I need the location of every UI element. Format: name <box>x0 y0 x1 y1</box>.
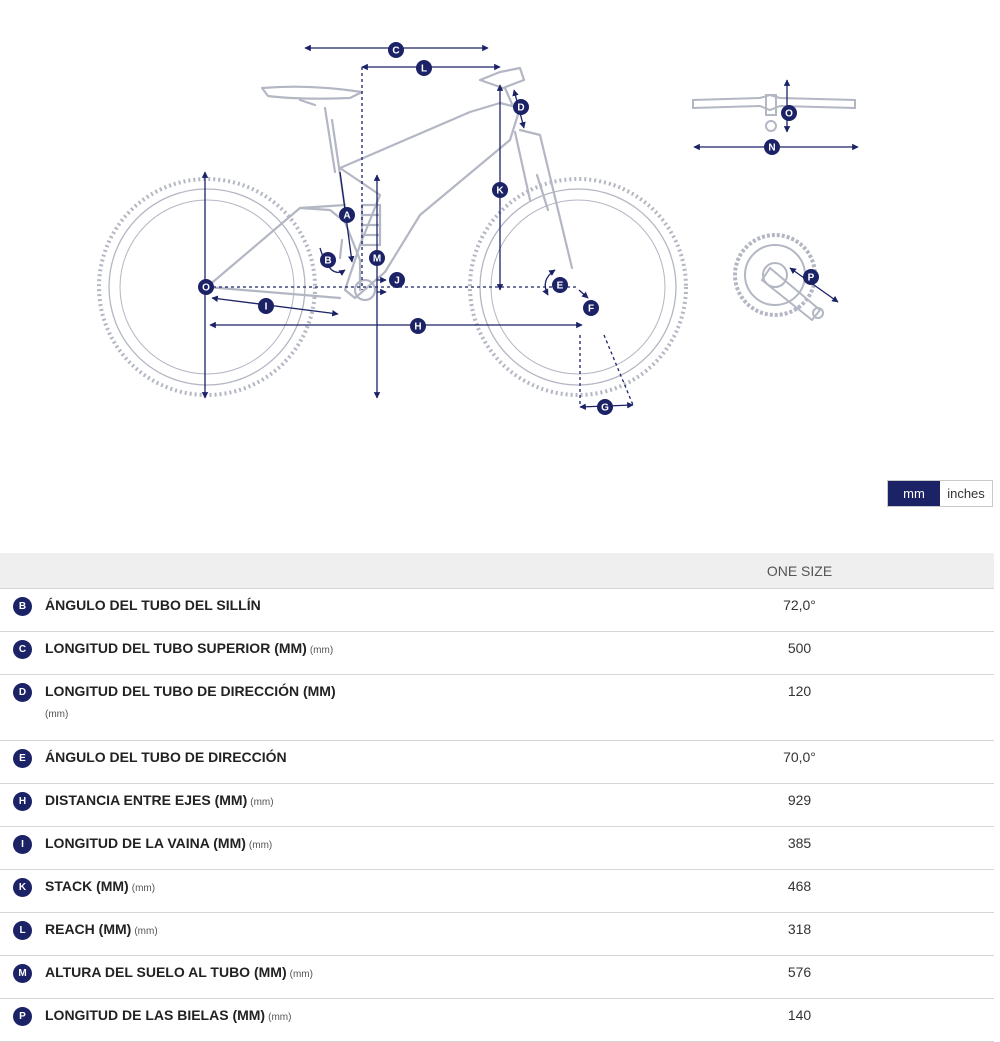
marker-f: F <box>583 300 599 316</box>
table-row: P LONGITUD DE LAS BIELAS (MM)(mm) 140 <box>0 998 994 1042</box>
svg-text:A: A <box>343 211 350 222</box>
row-label: ÁNGULO DEL TUBO DE DIRECCIÓN <box>45 749 287 765</box>
row-label: LONGITUD DEL TUBO DE DIRECCIÓN (MM) <box>45 683 336 699</box>
svg-text:H: H <box>414 322 421 333</box>
row-unit: (mm) <box>250 797 274 808</box>
row-key-badge: L <box>13 921 32 940</box>
row-value: 72,0° <box>605 588 994 632</box>
marker-n: N <box>764 139 780 155</box>
marker-l: L <box>416 60 432 76</box>
row-key-badge: H <box>13 792 32 811</box>
handlebar-detail <box>692 93 856 132</box>
marker-e: E <box>552 277 568 293</box>
marker-p: P <box>803 269 819 285</box>
row-value: 70,0° <box>605 740 994 784</box>
row-unit: (mm) <box>45 709 69 720</box>
marker-h: H <box>410 318 426 334</box>
svg-text:J: J <box>394 276 400 287</box>
row-value: 140 <box>605 998 994 1042</box>
marker-d: D <box>513 99 529 115</box>
row-label: REACH (MM) <box>45 921 132 937</box>
row-label: STACK (MM) <box>45 878 129 894</box>
row-label: DISTANCIA ENTRE EJES (MM) <box>45 792 248 808</box>
table-row: D LONGITUD DEL TUBO DE DIRECCIÓN (MM) (mm… <box>0 674 994 741</box>
row-label: LONGITUD DE LA VAINA (MM) <box>45 835 246 851</box>
table-row: L REACH (MM)(mm) 318 <box>0 912 994 956</box>
header-spacer <box>0 553 45 589</box>
unit-toggle: mm inches <box>887 480 993 507</box>
table-row: H DISTANCIA ENTRE EJES (MM)(mm) 929 <box>0 783 994 827</box>
bike-geometry-diagram: A B C D E F G H I J K L M N O O P <box>97 42 859 415</box>
row-unit: (mm) <box>248 840 273 851</box>
table-row: I LONGITUD DE LA VAINA (MM)(mm) 385 <box>0 826 994 870</box>
row-unit: (mm) <box>289 969 313 980</box>
unit-mm-button[interactable]: mm <box>888 481 940 506</box>
table-row: B ÁNGULO DEL TUBO DEL SILLÍN 72,0° <box>0 588 994 632</box>
svg-text:D: D <box>517 103 524 114</box>
row-value: 929 <box>605 783 994 827</box>
row-value: 500 <box>605 631 994 675</box>
svg-text:I: I <box>265 302 268 313</box>
svg-text:P: P <box>808 273 815 284</box>
row-value: 576 <box>605 955 994 999</box>
row-value: 120 <box>605 674 994 741</box>
marker-m: M <box>369 250 385 266</box>
row-key-badge: B <box>13 597 32 616</box>
row-label: LONGITUD DE LAS BIELAS (MM) <box>45 1007 266 1023</box>
row-key-badge: D <box>13 683 32 702</box>
row-label: ALTURA DEL SUELO AL TUBO (MM) <box>45 964 287 980</box>
row-value: 385 <box>605 826 994 870</box>
row-unit: (mm) <box>268 1012 292 1023</box>
marker-c: C <box>388 42 404 58</box>
table-row: M ALTURA DEL SUELO AL TUBO (MM)(mm) 576 <box>0 955 994 999</box>
svg-text:G: G <box>601 403 609 414</box>
row-key-badge: C <box>13 640 32 659</box>
marker-b: B <box>320 252 336 268</box>
marker-o-handlebar: O <box>781 105 797 121</box>
svg-text:B: B <box>324 256 331 267</box>
table-row: E ÁNGULO DEL TUBO DE DIRECCIÓN 70,0° <box>0 740 994 784</box>
svg-text:L: L <box>421 64 427 75</box>
row-unit: (mm) <box>309 645 334 656</box>
table-row: C LONGITUD DEL TUBO SUPERIOR (MM)(mm) 50… <box>0 631 994 675</box>
row-label: LONGITUD DEL TUBO SUPERIOR (MM) <box>45 640 307 656</box>
header-label-spacer <box>45 553 605 589</box>
marker-j: J <box>389 272 405 288</box>
row-unit: (mm) <box>131 883 156 894</box>
row-key-badge: P <box>13 1007 32 1026</box>
row-value: 318 <box>605 912 994 956</box>
row-key-badge: I <box>13 835 32 854</box>
marker-k: K <box>492 182 508 198</box>
svg-text:O: O <box>202 283 210 294</box>
geometry-table: ONE SIZE B ÁNGULO DEL TUBO DEL SILLÍN 72… <box>0 553 994 1042</box>
svg-text:O: O <box>785 109 793 120</box>
row-label: ÁNGULO DEL TUBO DEL SILLÍN <box>45 597 261 613</box>
row-key-badge: M <box>13 964 32 983</box>
svg-text:K: K <box>496 186 504 197</box>
svg-text:E: E <box>557 281 564 292</box>
marker-i: I <box>258 298 274 314</box>
svg-text:C: C <box>392 46 399 57</box>
svg-text:M: M <box>373 254 381 265</box>
marker-a: A <box>339 207 355 223</box>
svg-text:F: F <box>588 304 594 315</box>
row-key-badge: E <box>13 749 32 768</box>
row-value: 468 <box>605 869 994 913</box>
row-unit: (mm) <box>134 926 158 937</box>
row-key-badge: K <box>13 878 32 897</box>
marker-o-wheel: O <box>198 279 214 295</box>
table-row: K STACK (MM)(mm) 468 <box>0 869 994 913</box>
unit-inches-button[interactable]: inches <box>940 481 992 506</box>
svg-text:N: N <box>768 143 775 154</box>
column-header-size: ONE SIZE <box>605 553 994 589</box>
marker-g: G <box>597 399 613 415</box>
